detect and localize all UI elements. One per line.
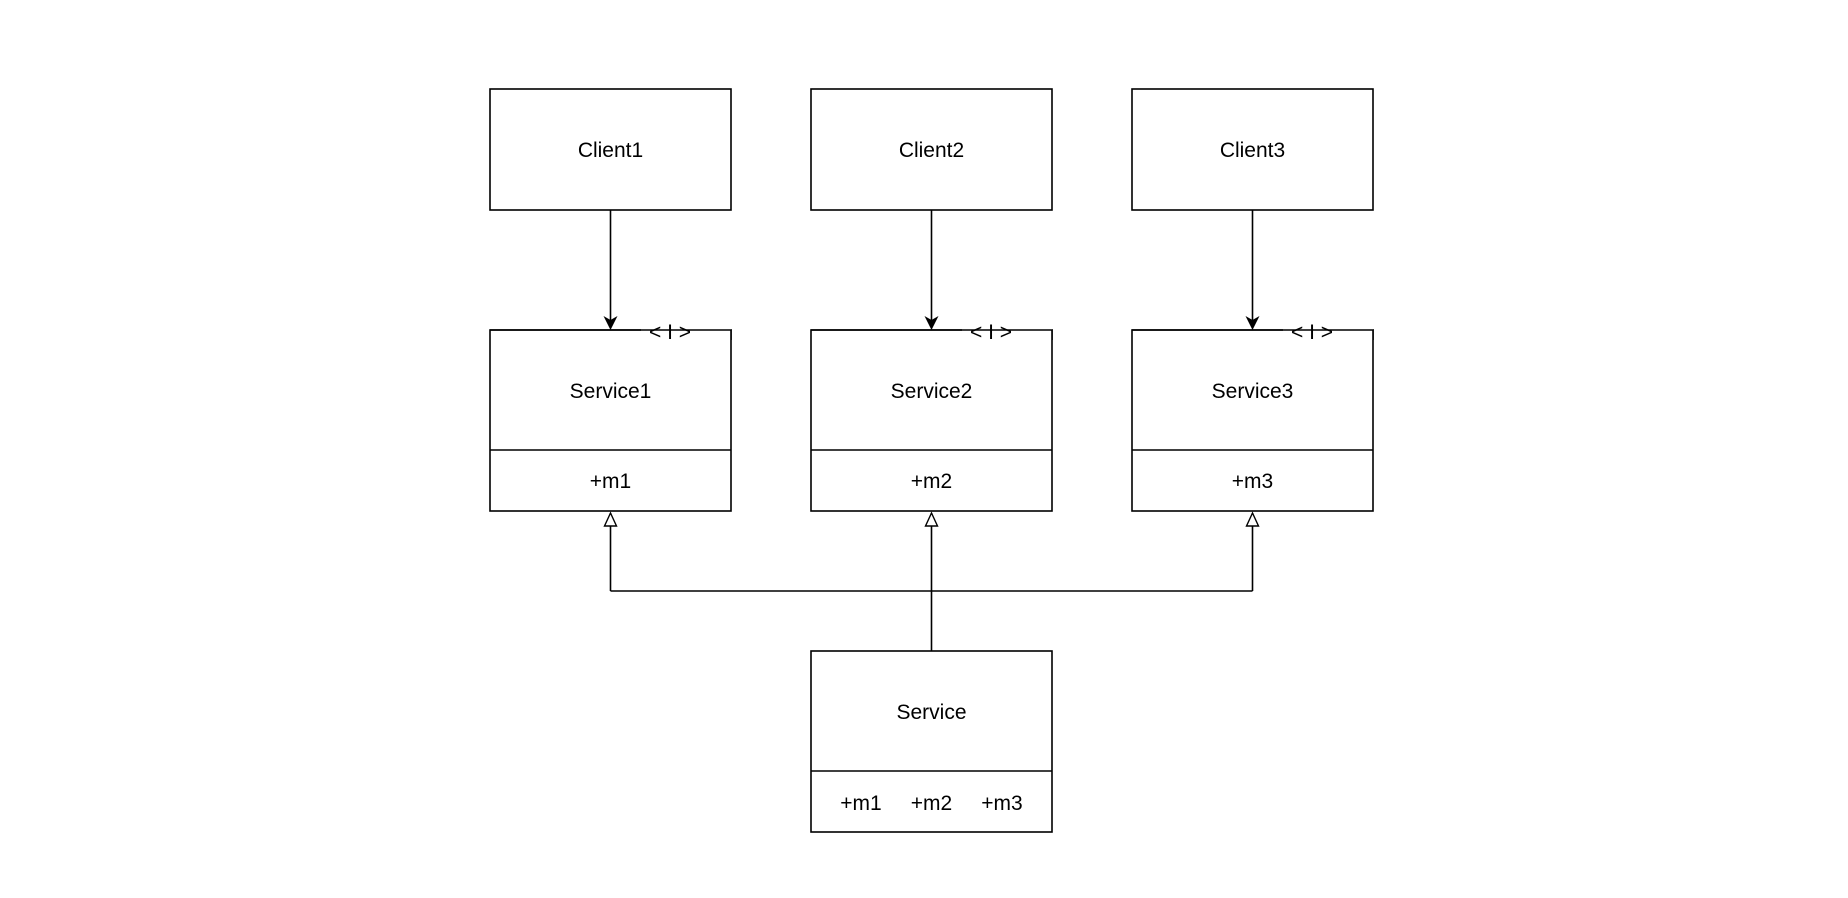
interface-stereotype-2: < I > bbox=[970, 321, 1012, 344]
interface-name-3: Service3 bbox=[1212, 380, 1294, 403]
interface-name-2: Service2 bbox=[891, 380, 973, 403]
implementation-method-1: +m1 bbox=[840, 792, 881, 815]
interface-box-1: < I > Service1 +m1 bbox=[489, 320, 732, 512]
interface-method-1: +m1 bbox=[590, 470, 631, 493]
implementation-method-2: +m2 bbox=[911, 792, 952, 815]
interface-stereotype-3: < I > bbox=[1291, 321, 1333, 344]
client-box-3: Client3 bbox=[1131, 88, 1374, 211]
interface-box-2: < I > Service2 +m2 bbox=[810, 320, 1053, 512]
interface-box-3: < I > Service3 +m3 bbox=[1131, 320, 1374, 512]
client-label-2: Client2 bbox=[899, 139, 964, 162]
interface-stereotype-1: < I > bbox=[649, 321, 691, 344]
implementation-method-3: +m3 bbox=[981, 792, 1022, 815]
interface-method-2: +m2 bbox=[911, 470, 952, 493]
interface-name-1: Service1 bbox=[570, 380, 652, 403]
implementation-box: Service +m1 +m2 +m3 bbox=[810, 650, 1053, 833]
client-box-1: Client1 bbox=[489, 88, 732, 211]
client-box-2: Client2 bbox=[810, 88, 1053, 211]
interface-method-3: +m3 bbox=[1232, 470, 1273, 493]
client-label-3: Client3 bbox=[1220, 139, 1285, 162]
implementation-name: Service bbox=[896, 701, 966, 724]
client-label-1: Client1 bbox=[578, 139, 643, 162]
